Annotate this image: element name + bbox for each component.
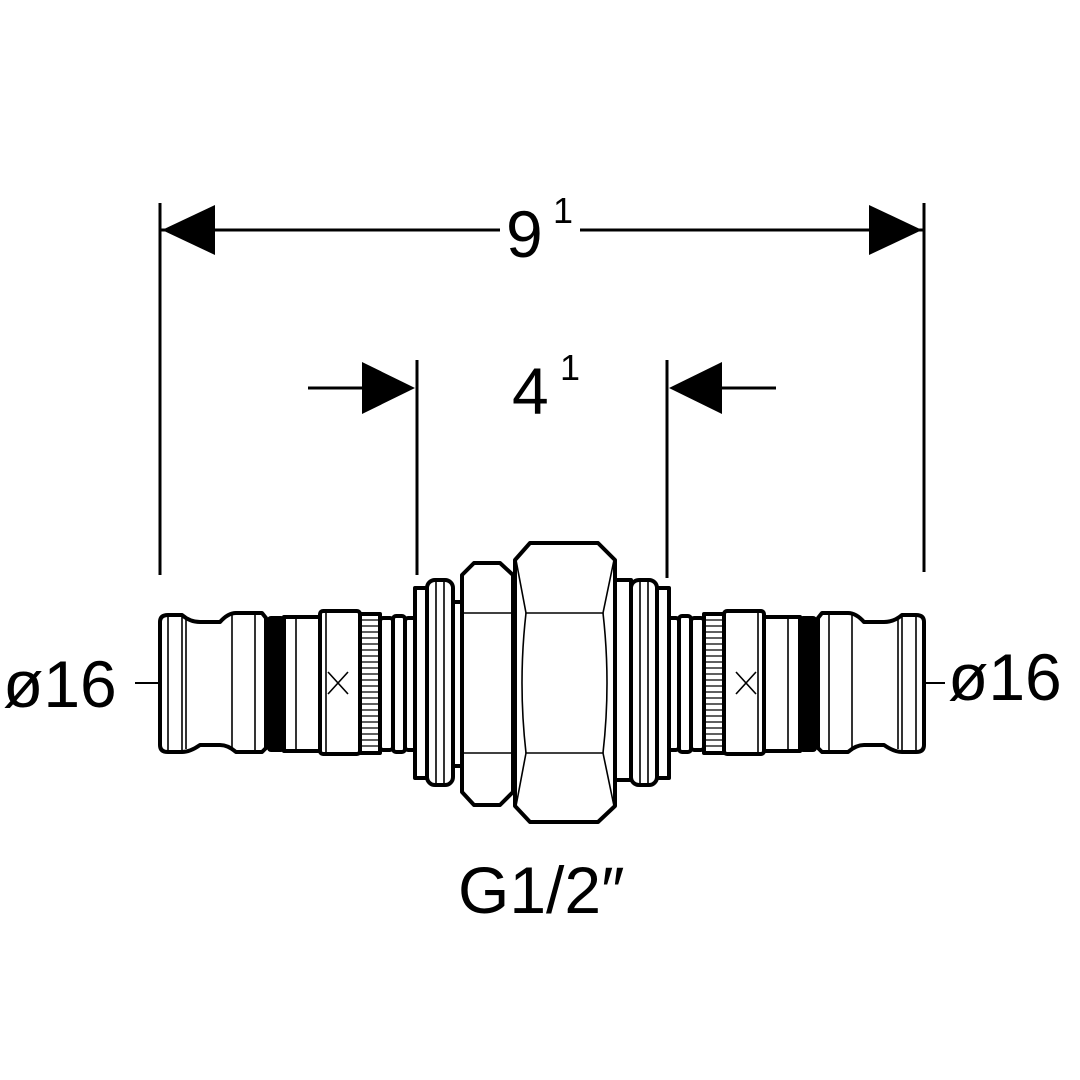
overall-length-superscript: 1 xyxy=(553,190,573,231)
dimension-lines xyxy=(158,203,926,578)
inner-length-superscript: 1 xyxy=(560,347,580,388)
overall-length-value: 9 xyxy=(506,197,543,271)
union-nut xyxy=(460,561,515,807)
left-diameter-label: ø16 xyxy=(3,647,117,721)
arrow-right-icon xyxy=(362,362,415,414)
thread-label: G1/2″ xyxy=(458,853,624,927)
arrow-left-icon xyxy=(669,362,722,414)
right-diameter-label: ø16 xyxy=(948,640,1062,714)
arrow-right-icon xyxy=(869,205,922,255)
inner-length-value: 4 xyxy=(512,354,549,428)
right-pipe-connector xyxy=(629,578,926,787)
hex-nut xyxy=(513,541,617,824)
left-pipe-connector xyxy=(158,578,455,787)
arrow-left-icon xyxy=(162,205,215,255)
